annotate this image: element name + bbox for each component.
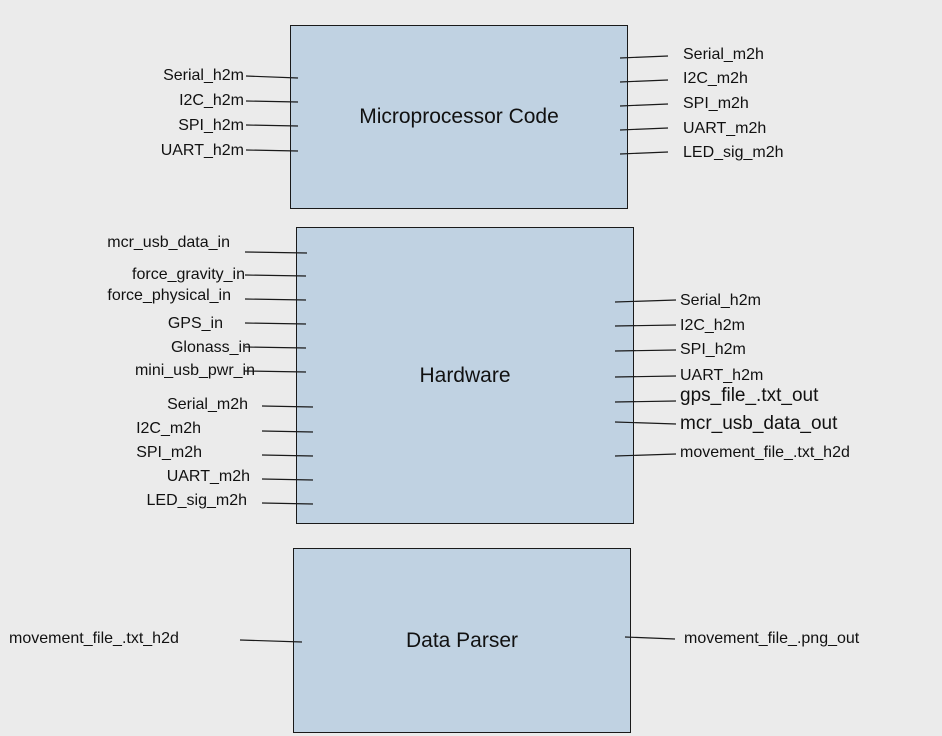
- microprocessor-output-label: SPI_m2h: [683, 95, 749, 112]
- hardware-output-label: gps_file_.txt_out: [680, 385, 819, 406]
- connector-line: [261, 454, 314, 457]
- connector-line: [261, 430, 314, 433]
- microprocessor-output-label: LED_sig_m2h: [683, 144, 784, 161]
- hardware-output-label: I2C_h2m: [680, 317, 745, 334]
- hardware-input-label: Glonass_in: [170, 339, 251, 356]
- hardware-input-label: SPI_m2h: [136, 444, 202, 461]
- hardware-input-label: Serial_m2h: [167, 396, 248, 413]
- connector-line: [614, 324, 677, 327]
- hardware-title: Hardware: [419, 363, 511, 387]
- microprocessor-output-label: Serial_m2h: [683, 46, 764, 63]
- connector-line: [619, 79, 669, 83]
- hardware-input-label: force_gravity_in: [132, 266, 245, 283]
- hardware-output-label: movement_file_.txt_h2d: [680, 444, 850, 461]
- connector-line: [244, 346, 307, 349]
- hardware-input-label: force_physical_in: [107, 287, 231, 304]
- connector-line: [261, 478, 314, 481]
- connector-line: [614, 400, 677, 403]
- connector-line: [614, 349, 677, 352]
- hardware-input-label: UART_m2h: [166, 468, 250, 485]
- connector-line: [619, 103, 669, 107]
- connector-line: [624, 636, 676, 640]
- data-parser-block: Data Parser: [293, 548, 631, 733]
- hardware-block: Hardware: [296, 227, 634, 524]
- hardware-output-label: SPI_h2m: [680, 341, 746, 358]
- connector-line: [619, 127, 669, 131]
- connector-line: [244, 251, 308, 254]
- connector-line: [245, 149, 299, 152]
- connector-line: [245, 75, 299, 79]
- connector-line: [614, 299, 677, 303]
- connector-line: [244, 370, 307, 373]
- microprocessor-input-label: I2C_h2m: [179, 92, 244, 109]
- microprocessor-input-label: SPI_h2m: [178, 117, 244, 134]
- connector-line: [245, 100, 299, 103]
- microprocessor-output-label: UART_m2h: [683, 120, 767, 137]
- connector-line: [614, 421, 677, 425]
- connector-line: [619, 55, 669, 59]
- hardware-output-label: UART_h2m: [680, 367, 764, 384]
- data-parser-input-label: movement_file_.txt_h2d: [9, 630, 179, 647]
- microprocessor-code-block: Microprocessor Code: [290, 25, 628, 209]
- hardware-input-label: LED_sig_m2h: [146, 492, 248, 509]
- data-parser-title: Data Parser: [405, 628, 519, 652]
- connector-line: [244, 322, 307, 325]
- connector-line: [614, 453, 677, 457]
- hardware-input-label: I2C_m2h: [136, 420, 201, 437]
- microprocessor-input-label: UART_h2m: [160, 142, 244, 159]
- hardware-input-label: GPS_in: [167, 315, 223, 332]
- connector-line: [619, 151, 669, 155]
- connector-line: [261, 502, 314, 505]
- connector-line: [239, 639, 303, 643]
- connector-line: [261, 405, 314, 408]
- hardware-input-label: mcr_usb_data_in: [107, 234, 230, 251]
- hardware-input-label: mini_usb_pwr_in: [134, 362, 255, 379]
- connector-line: [244, 298, 307, 301]
- connector-line: [245, 124, 299, 127]
- hardware-output-label: Serial_h2m: [680, 292, 761, 309]
- microprocessor-output-label: I2C_m2h: [683, 70, 748, 87]
- hardware-output-label: mcr_usb_data_out: [680, 413, 838, 434]
- microprocessor-input-label: Serial_h2m: [163, 67, 244, 84]
- data-parser-output-label: movement_file_.png_out: [684, 630, 860, 647]
- connector-line: [244, 274, 307, 277]
- microprocessor-code-title: Microprocessor Code: [359, 105, 559, 128]
- connector-line: [614, 375, 677, 378]
